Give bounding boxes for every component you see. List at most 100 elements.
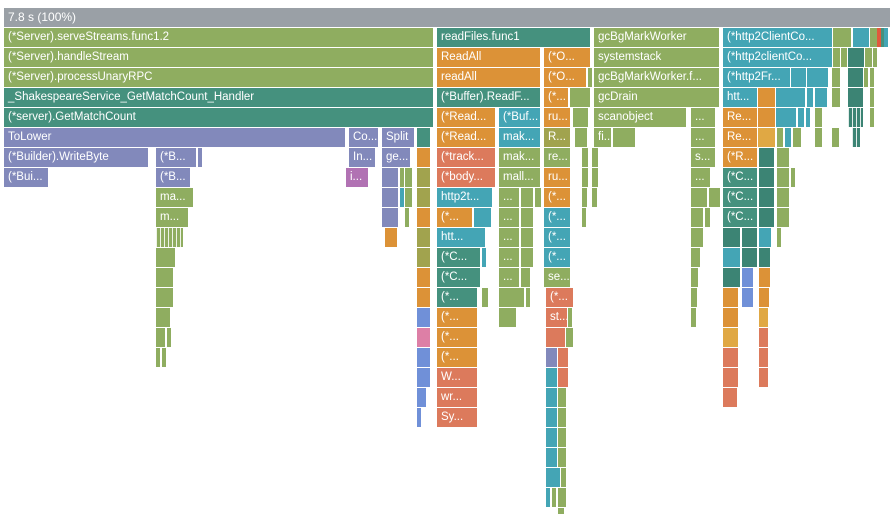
flame-block[interactable]	[833, 48, 840, 67]
flame-block[interactable]: Re...	[723, 108, 757, 127]
flame-block[interactable]	[198, 148, 202, 167]
flame-block[interactable]	[156, 328, 165, 347]
flame-block[interactable]: (*...	[437, 308, 477, 327]
flame-block[interactable]: (*...	[437, 328, 477, 347]
flame-block[interactable]	[546, 388, 557, 407]
flame-block[interactable]	[162, 348, 166, 367]
flame-block[interactable]	[864, 68, 868, 87]
flame-block[interactable]	[723, 288, 738, 307]
flame-block[interactable]: (*...	[437, 208, 472, 227]
flame-block[interactable]	[723, 248, 740, 267]
flame-block[interactable]: (*Read...	[437, 128, 495, 147]
flame-block[interactable]	[558, 368, 568, 387]
flame-block[interactable]: gcBgMarkWorker	[594, 28, 719, 47]
flame-block[interactable]	[691, 188, 707, 207]
flame-block[interactable]	[691, 248, 700, 267]
flame-block[interactable]	[568, 308, 572, 327]
flame-block[interactable]: htt...	[437, 228, 485, 247]
flame-block[interactable]	[759, 148, 774, 167]
flame-block[interactable]	[613, 128, 635, 147]
flame-block[interactable]	[582, 208, 586, 227]
flame-block[interactable]	[848, 68, 863, 87]
flame-block[interactable]: m...	[156, 208, 188, 227]
flame-block[interactable]	[385, 228, 397, 247]
flame-block[interactable]	[474, 208, 491, 227]
flame-block[interactable]	[759, 268, 770, 287]
flame-block[interactable]	[558, 348, 568, 367]
flame-block[interactable]: ...	[691, 168, 710, 187]
flame-block[interactable]	[759, 188, 774, 207]
flame-block[interactable]	[791, 68, 806, 87]
flame-block[interactable]	[852, 128, 860, 147]
flame-block[interactable]	[815, 108, 822, 127]
flame-block[interactable]	[156, 288, 173, 307]
flame-block[interactable]	[807, 68, 828, 87]
flame-block[interactable]	[793, 128, 801, 147]
flame-block[interactable]	[832, 68, 840, 87]
flame-block[interactable]	[405, 168, 412, 187]
flame-block[interactable]: gcDrain	[594, 88, 719, 107]
flame-block[interactable]: (*body...	[437, 168, 495, 187]
flame-block[interactable]: (*C...	[437, 248, 480, 267]
flame-block[interactable]: gcBgMarkWorker.f...	[594, 68, 719, 87]
flame-block[interactable]	[870, 28, 874, 47]
flame-block[interactable]	[546, 328, 565, 347]
flame-block[interactable]: ...	[499, 208, 519, 227]
flame-block[interactable]: s...	[691, 148, 715, 167]
flame-block[interactable]: (*C...	[723, 208, 757, 227]
flame-block[interactable]	[558, 388, 566, 407]
flame-block[interactable]	[546, 448, 557, 467]
flame-block[interactable]	[382, 188, 398, 207]
flame-block[interactable]	[758, 88, 775, 107]
flame-block[interactable]	[592, 148, 598, 167]
flame-block[interactable]: (*http2ClientCo...	[723, 28, 832, 47]
flame-block[interactable]: (*Server).handleStream	[4, 48, 433, 67]
flame-block[interactable]	[558, 488, 566, 507]
flame-block[interactable]	[832, 128, 839, 147]
flame-block[interactable]: (*http2clientCo...	[723, 48, 832, 67]
flame-block[interactable]	[807, 88, 813, 107]
flame-block[interactable]: ...	[499, 228, 519, 247]
flame-block[interactable]	[759, 208, 774, 227]
flame-block[interactable]: systemstack	[594, 48, 719, 67]
flame-block[interactable]	[759, 228, 771, 247]
flame-block[interactable]: Split	[382, 128, 414, 147]
flame-block[interactable]	[417, 268, 430, 287]
flame-block[interactable]: (*...	[544, 88, 568, 107]
flame-block[interactable]	[482, 248, 486, 267]
flame-block[interactable]	[877, 28, 881, 47]
flame-block[interactable]	[546, 488, 550, 507]
flame-block[interactable]	[558, 408, 566, 427]
flame-block[interactable]	[691, 308, 696, 327]
flame-block[interactable]	[777, 168, 789, 187]
flame-block[interactable]	[417, 388, 426, 407]
flame-block[interactable]: re...	[544, 148, 570, 167]
flame-block[interactable]: fi...	[594, 128, 611, 147]
flame-block[interactable]	[582, 148, 588, 167]
flame-block[interactable]	[521, 248, 533, 267]
flame-block[interactable]	[865, 48, 872, 67]
flame-block[interactable]	[566, 328, 570, 347]
flame-block[interactable]: i...	[346, 168, 368, 187]
flame-block[interactable]: _ShakespeareService_GetMatchCount_Handle…	[4, 88, 433, 107]
flame-block[interactable]: (*track...	[437, 148, 495, 167]
flame-block[interactable]: (*...	[544, 208, 570, 227]
flame-block[interactable]	[691, 288, 697, 307]
flame-block[interactable]	[156, 308, 170, 327]
flame-block[interactable]	[848, 48, 864, 67]
flame-block[interactable]	[759, 248, 770, 267]
flame-block[interactable]	[798, 108, 804, 127]
flame-block[interactable]	[759, 368, 768, 387]
flame-block[interactable]: mall...	[499, 168, 540, 187]
flame-block[interactable]	[777, 128, 783, 147]
flame-block[interactable]: (*Buffer).ReadF...	[437, 88, 540, 107]
flame-block[interactable]	[546, 428, 557, 447]
flame-block[interactable]	[558, 428, 566, 447]
flame-block[interactable]	[400, 168, 404, 187]
flame-block[interactable]	[156, 348, 160, 367]
flame-block[interactable]	[167, 328, 171, 347]
flame-block[interactable]	[482, 288, 488, 307]
flame-block[interactable]	[759, 328, 768, 347]
flame-block[interactable]	[759, 168, 774, 187]
flame-block[interactable]	[417, 328, 430, 347]
